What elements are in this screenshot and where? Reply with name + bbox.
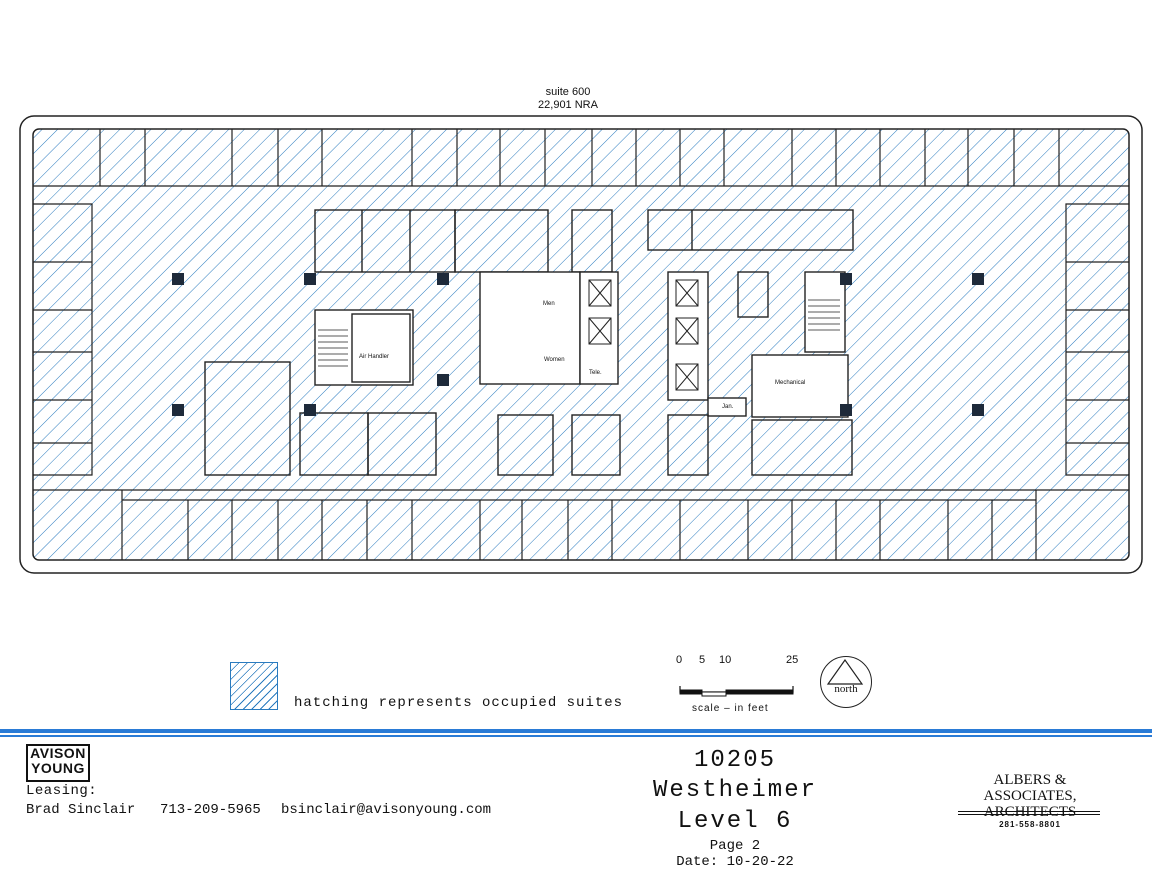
elevators bbox=[588, 279, 699, 391]
columns bbox=[172, 273, 984, 416]
north-arrow bbox=[820, 656, 872, 708]
agent-name: Brad Sinclair bbox=[26, 802, 136, 818]
top-offices bbox=[33, 129, 1129, 476]
building-name: 10205 Westheimer bbox=[652, 747, 818, 804]
floor-plan: Men Women Air Handler Tele. Mechanical J… bbox=[19, 115, 1143, 697]
agent-phone: 713-209-5965 bbox=[160, 802, 261, 818]
scale-tick-5: 5 bbox=[699, 654, 706, 666]
room-label-tele: Tele. bbox=[589, 370, 602, 376]
logo-line-2: YOUNG bbox=[31, 760, 85, 776]
plan-date: Date: 10-20-22 bbox=[676, 854, 794, 870]
agent-email[interactable]: bsinclair@avisonyoung.com bbox=[281, 802, 492, 818]
room-label-men: Men bbox=[543, 301, 555, 307]
scale-caption: scale – in feet bbox=[692, 703, 769, 714]
building-level: Level 6 bbox=[677, 808, 793, 835]
room-label-jan: Jan. bbox=[722, 404, 734, 410]
legend-text: hatching represents occupied suites bbox=[294, 695, 624, 711]
footer-divider bbox=[0, 729, 1152, 733]
scale-tick-25: 25 bbox=[786, 654, 799, 666]
suite-label: suite 600 22,901 NRA bbox=[500, 86, 636, 112]
suite-number: suite 600 bbox=[545, 86, 591, 98]
page-number: Page 2 bbox=[709, 838, 761, 854]
legend-swatch bbox=[230, 662, 278, 710]
stairs bbox=[318, 299, 840, 367]
footer-divider-thin bbox=[0, 735, 1152, 737]
room-label-mechanical: Mechanical bbox=[775, 380, 805, 386]
building-title-block: 10205 Westheimer Level 6 Page 2 Date: 10… bbox=[610, 746, 860, 870]
architect-name: ALBERS & ASSOCIATES, bbox=[983, 772, 1077, 804]
scale-tick-0: 0 bbox=[676, 654, 683, 666]
architect-title: ARCHITECTS bbox=[983, 804, 1077, 820]
room-label-women: Women bbox=[544, 357, 565, 363]
suite-area: 22,901 NRA bbox=[538, 99, 598, 111]
avison-young-logo: AVISON YOUNG bbox=[26, 744, 90, 782]
scale-bar bbox=[679, 686, 794, 697]
scale-tick-10: 10 bbox=[719, 654, 732, 666]
room-label-air-handler: Air Handler bbox=[359, 354, 389, 360]
architect-rule bbox=[958, 811, 1100, 815]
north-label: north bbox=[834, 683, 858, 695]
leasing-label: Leasing: bbox=[26, 783, 98, 799]
bottom-offices bbox=[33, 489, 1129, 560]
architect-phone: 281-558-8801 bbox=[999, 820, 1061, 829]
architect-block: ALBERS & ASSOCIATES, ARCHITECTS bbox=[946, 772, 1114, 820]
logo-line-1: AVISON bbox=[30, 745, 86, 761]
